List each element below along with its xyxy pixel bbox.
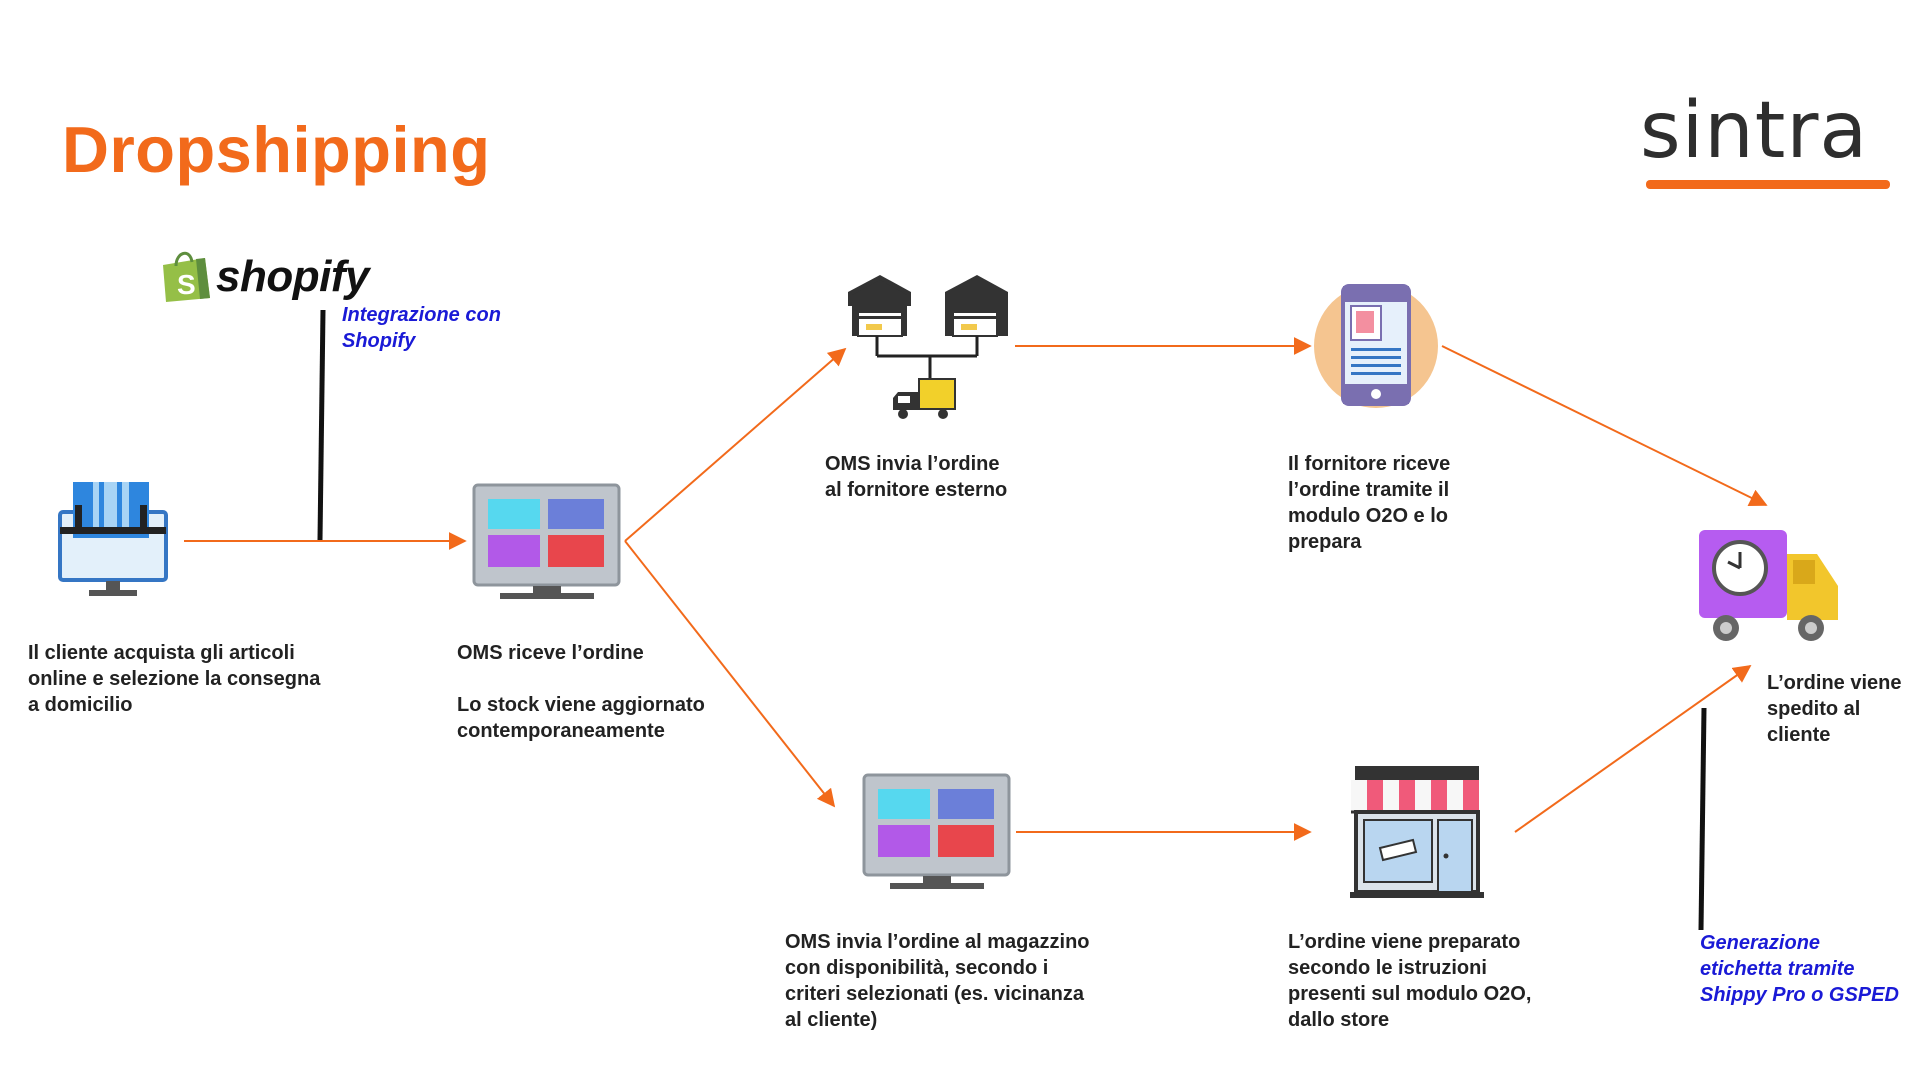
- oms-monitor-icon: [472, 483, 621, 599]
- store-icon: [1350, 766, 1484, 898]
- supplier-send-caption: OMS invia l’ordine al fornitore esterno: [825, 453, 1008, 501]
- sintra-logo: sintra: [1640, 86, 1869, 176]
- shopify-bag-icon: S: [163, 251, 210, 302]
- mobile-app-icon: [1314, 284, 1438, 408]
- arrow-oms-supplier: [624, 347, 847, 542]
- arrow-app-shipped: [1441, 345, 1768, 506]
- shopify-integration-note: Integrazione con Shopify: [342, 304, 501, 352]
- arrow-store-shipped: [1514, 664, 1752, 833]
- computer-shopping-icon: [58, 482, 168, 596]
- page-title: Dropshipping: [62, 113, 491, 186]
- warehouse-monitor-icon: [862, 773, 1011, 889]
- shopify-wordmark: shopify: [216, 252, 369, 301]
- supplier-prepare-caption: Il fornitore riceve l’ordine tramite il …: [1288, 453, 1451, 553]
- svg-text:S: S: [177, 269, 196, 300]
- shipped-caption: L’ordine viene spedito al cliente: [1767, 672, 1902, 746]
- customer-caption: Il cliente acquista gli articoli online …: [28, 642, 321, 716]
- flow-arrows: [184, 337, 1768, 841]
- warehouse-truck-icon: [848, 275, 1008, 419]
- oms-caption: OMS riceve l’ordine Lo stock viene aggio…: [457, 642, 705, 742]
- logo-underline: [1646, 180, 1890, 189]
- shopify-connector: [317, 309, 326, 541]
- delivery-truck-clock-icon: [1699, 530, 1838, 641]
- label-connector: [1698, 707, 1707, 931]
- warehouse-send-caption: OMS invia l’ordine al magazzino con disp…: [785, 931, 1090, 1031]
- label-generation-note: Generazione etichetta tramite Shippy Pro…: [1700, 932, 1899, 1006]
- arrow-oms-warehouse: [624, 540, 836, 808]
- store-prepare-caption: L’ordine viene preparato secondo le istr…: [1288, 931, 1532, 1031]
